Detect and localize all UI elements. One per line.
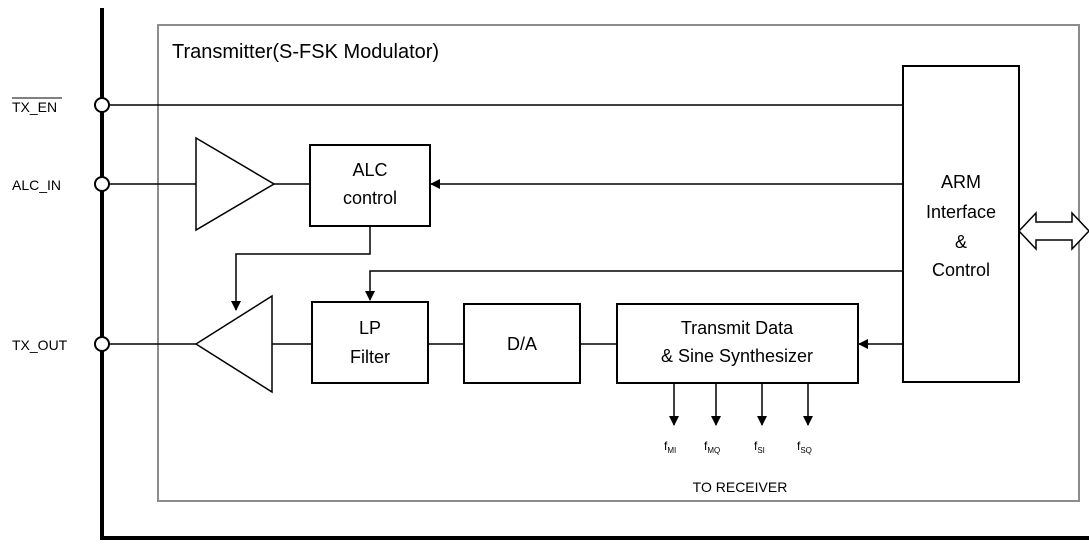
- pin-tx-en: [94, 97, 110, 113]
- arm-interface-block: [902, 65, 1020, 383]
- output-label-fsq: fSQ: [797, 439, 812, 455]
- pin-alc-in: [94, 176, 110, 192]
- alc-label-line2: control: [343, 188, 397, 208]
- alc-input-amplifier: [195, 136, 276, 232]
- pin-label-tx-out: TX_OUT: [12, 337, 68, 353]
- arm-label-line1: ARM: [941, 172, 981, 192]
- pin-tx-out: [94, 336, 110, 352]
- pin-label-alc-in: ALC_IN: [12, 177, 61, 193]
- bidirectional-bus-arrow: [1017, 211, 1089, 251]
- da-block: [463, 303, 581, 384]
- synth-label-line2: & Sine Synthesizer: [661, 346, 813, 366]
- arm-label-line3: &: [955, 232, 967, 252]
- da-label: D/A: [507, 334, 537, 354]
- transmitter-frame: [157, 24, 1080, 502]
- alc-control-block: [309, 144, 431, 227]
- alc-label-line1: ALC: [352, 160, 387, 180]
- diagram-title: Transmitter(S-FSK Modulator): [172, 41, 439, 63]
- transmit-synth-block: [616, 303, 859, 384]
- tx-output-amplifier: [194, 294, 273, 394]
- lp-label-line1: LP: [359, 318, 381, 338]
- alc-to-output-amp-arrow: [231, 226, 371, 311]
- output-label-fsi: fSI: [754, 439, 765, 455]
- lp-filter-block: [311, 301, 429, 384]
- to-receiver-label: TO RECEIVER: [693, 479, 788, 495]
- output-label-fmi: fMI: [664, 439, 676, 455]
- synth-label-line1: Transmit Data: [681, 318, 794, 338]
- lp-label-line2: Filter: [350, 347, 390, 367]
- output-label-fmq: fMQ: [704, 439, 720, 455]
- arm-label-line2: Interface: [926, 202, 996, 222]
- arm-to-lp-filter-arrow: [365, 270, 903, 301]
- pin-label-tx-en: TX_EN: [12, 99, 57, 115]
- arm-label-line4: Control: [932, 260, 990, 280]
